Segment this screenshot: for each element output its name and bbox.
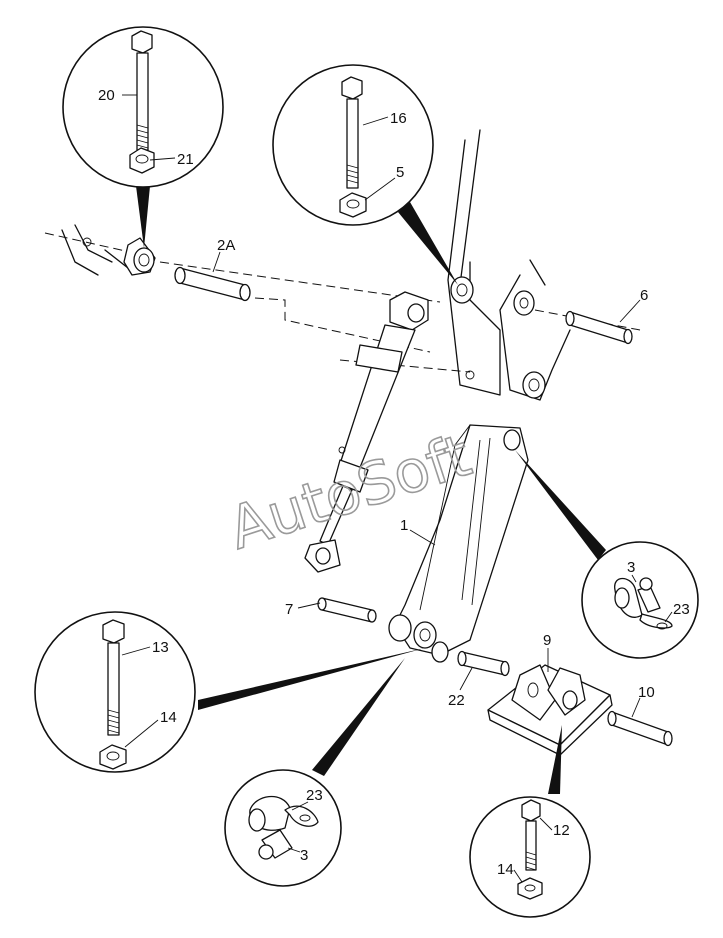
detail-fitting-right: [581, 541, 699, 659]
left-ear-bushing: [82, 237, 156, 276]
detail-bolt-13: [34, 611, 196, 773]
callout-5: 5: [396, 164, 404, 181]
pin-2a: [174, 266, 251, 302]
detail-fitting-left: [224, 769, 342, 887]
callout-lines: [121, 94, 673, 883]
callout-12: 12: [553, 822, 570, 839]
callout-9: 9: [543, 632, 551, 649]
callout-3-left: 3: [300, 847, 308, 864]
detail-bolt-20: [62, 26, 224, 188]
upper-pivot-bushings: [450, 276, 546, 399]
pin-6: [565, 310, 633, 345]
callout-10: 10: [638, 684, 655, 701]
pin-7: [317, 597, 377, 623]
pin-10: [607, 710, 673, 747]
callout-1: 1: [400, 517, 408, 534]
base-bracket: [487, 664, 613, 756]
detail-bolt-12: [469, 796, 591, 918]
callout-13: 13: [152, 639, 169, 656]
lift-arm: [388, 424, 529, 663]
frame-outline: [44, 129, 641, 401]
callout-21: 21: [177, 151, 194, 168]
callout-22: 22: [448, 692, 465, 709]
callout-6: 6: [640, 287, 648, 304]
hydraulic-cylinder: [304, 291, 429, 573]
callout-14-left: 14: [160, 709, 177, 726]
callout-16: 16: [390, 110, 407, 127]
detail-bolt-16: [272, 64, 434, 226]
callout-23-right: 23: [673, 601, 690, 618]
callout-23-left: 23: [306, 787, 323, 804]
callout-7: 7: [285, 601, 293, 618]
callout-numbers: 20 21 2A 16 5 6 1 3 23 7 13 14 9 22 10 2…: [98, 87, 690, 878]
callout-20: 20: [98, 87, 115, 104]
detail-leaders: [136, 186, 606, 794]
callout-3-right: 3: [627, 559, 635, 576]
callout-2a: 2A: [217, 237, 235, 254]
callout-14-bottom: 14: [497, 861, 514, 878]
pin-22: [457, 650, 510, 677]
